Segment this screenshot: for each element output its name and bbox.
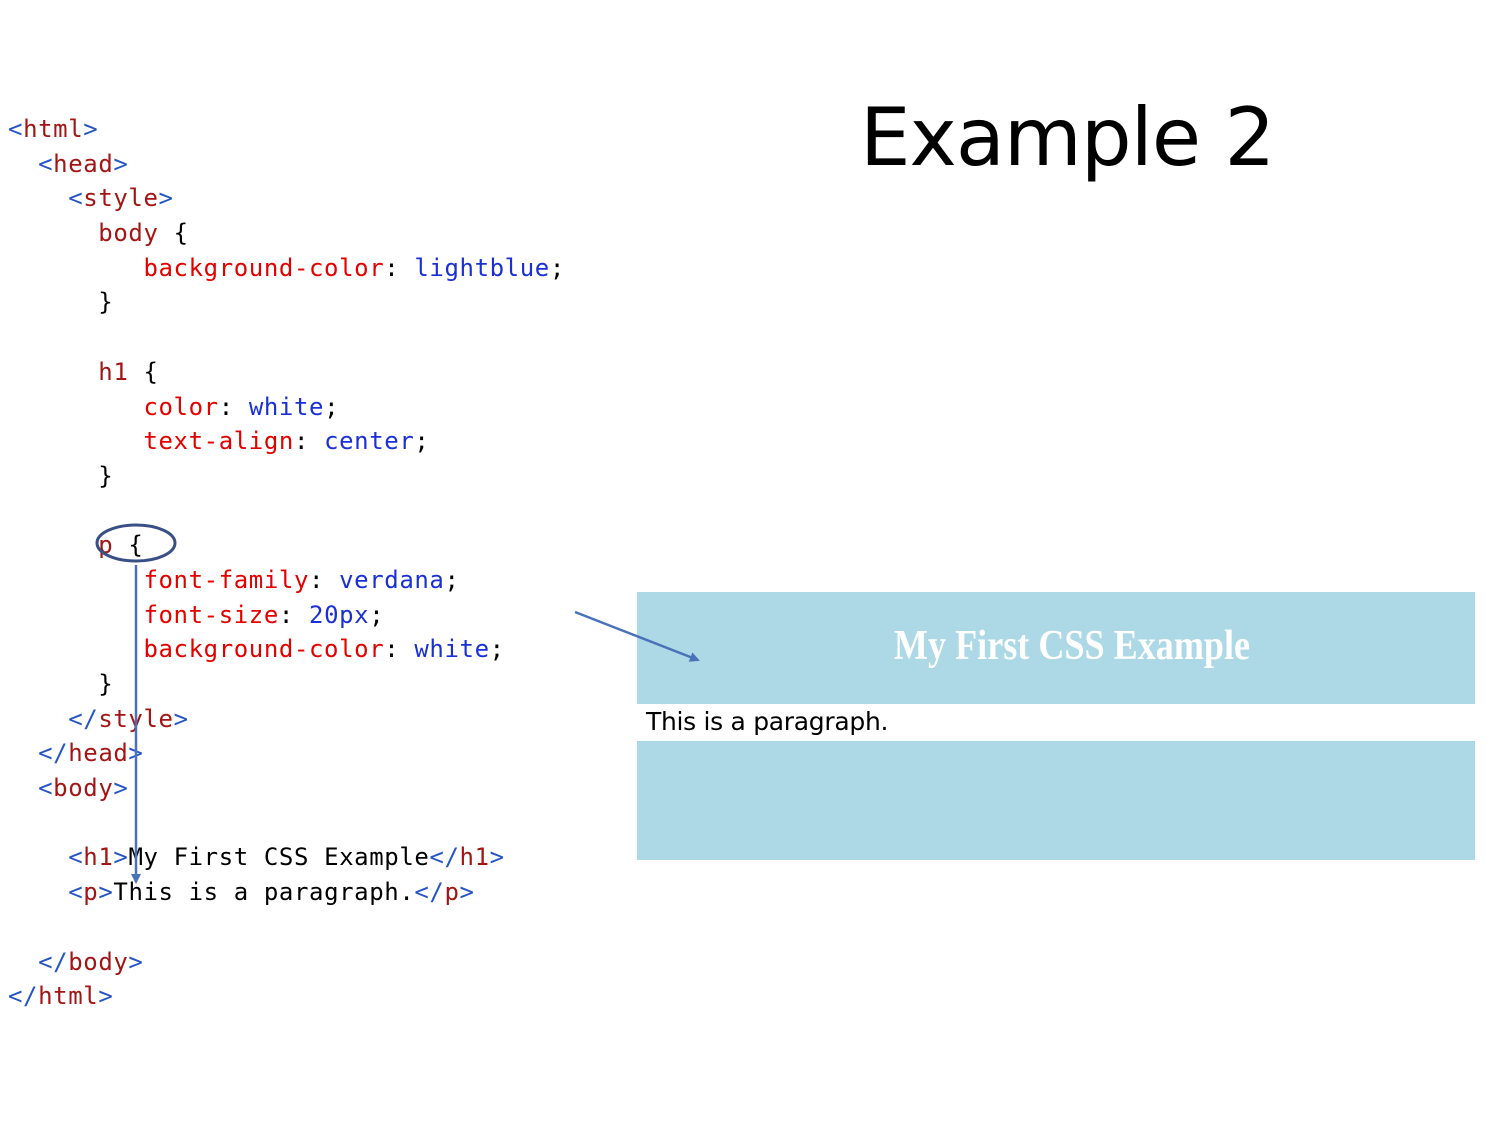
open-brace: { (173, 219, 189, 248)
p-open-tag: p (83, 878, 99, 907)
html-open-tag: html (23, 115, 84, 143)
code-line-h1-color: color: white; (8, 390, 565, 425)
value-white: white (248, 392, 325, 421)
h1-element-text: My First CSS Example (128, 843, 430, 872)
code-line-p-element: <p>This is a paragraph.</p> (68, 878, 475, 907)
preview-heading: My First CSS Example (893, 623, 1251, 669)
code-line-html-open: <html> (8, 115, 99, 143)
code-line-body-open: <body> (38, 774, 129, 803)
code-line-p-font-family: font-family: verdana; (8, 563, 565, 598)
property-text-align: text-align (143, 427, 294, 456)
code-line-blank (8, 494, 565, 529)
code-line-html-close: </html> (8, 982, 114, 1011)
colon: : (293, 427, 310, 456)
value-lightblue: lightblue (414, 253, 550, 282)
property-font-family: font-family (143, 565, 309, 594)
html-close-tag: html (38, 982, 99, 1011)
h1-close-tag: h1 (459, 843, 490, 872)
semicolon: ; (549, 253, 565, 282)
colon: : (278, 600, 294, 629)
body-close-tag: body (68, 947, 129, 976)
code-line-p-bg: background-color: white; (8, 632, 565, 667)
slide-title: Example 2 (860, 91, 1275, 184)
open-brace: { (143, 357, 159, 386)
code-line-style-open: <style> (68, 184, 174, 213)
h1-open-tag: h1 (83, 843, 114, 872)
property-color: color (143, 392, 219, 421)
value-center: center (324, 427, 415, 456)
browser-preview: My First CSS Example This is a paragraph… (637, 592, 1475, 860)
colon: : (384, 635, 400, 664)
code-line-style-close: </style> (68, 704, 189, 733)
open-brace: { (128, 531, 144, 560)
code-line-p-close: } (8, 667, 565, 702)
close-brace: } (98, 670, 114, 698)
close-brace: } (98, 461, 114, 490)
code-line-head-close: </head> (38, 739, 144, 768)
code-line-blank (8, 806, 565, 841)
head-open-tag: head (53, 149, 114, 178)
body-open-tag: body (53, 774, 114, 803)
code-line-h1-element: <h1>My First CSS Example</h1> (68, 843, 505, 872)
value-20px: 20px (309, 600, 370, 629)
close-brace: } (98, 288, 114, 317)
code-line-blank (8, 910, 565, 945)
colon: : (218, 392, 234, 421)
semicolon: ; (489, 635, 505, 664)
semicolon: ; (414, 427, 430, 456)
p-selector: p (98, 531, 114, 560)
h1-selector: h1 (98, 357, 129, 386)
semicolon: ; (369, 600, 385, 629)
property-background-color: background-color (143, 635, 385, 664)
value-white: white (414, 635, 490, 664)
code-line-h1-align: text-align: center; (8, 424, 565, 459)
p-close-tag: p (444, 878, 460, 907)
code-line-p-font-size: font-size: 20px; (8, 598, 565, 633)
code-line-head-open: <head> (38, 149, 129, 178)
head-close-tag: head (68, 739, 129, 768)
colon: : (384, 253, 400, 282)
value-verdana: verdana (339, 565, 445, 594)
property-background-color: background-color (143, 253, 385, 282)
code-line-h1-close: } (8, 459, 565, 494)
code-listing: <html> <head> <style> body { background-… (8, 112, 565, 1014)
colon: : (309, 565, 325, 594)
code-line-body-bg: background-color: lightblue; (8, 251, 565, 286)
code-line-p-selector: p { (8, 528, 565, 563)
code-line-blank (8, 320, 565, 355)
code-line-h1-selector: h1 { (8, 355, 565, 390)
semicolon: ; (324, 392, 340, 421)
code-line-body-selector: body { (8, 216, 565, 251)
preview-paragraph: This is a paragraph. (637, 704, 1475, 741)
style-open-tag: style (83, 184, 159, 213)
code-line-body-close: </body> (38, 947, 144, 976)
property-font-size: font-size (143, 600, 279, 629)
semicolon: ; (444, 565, 460, 594)
p-element-text: This is a paragraph. (113, 878, 415, 907)
body-selector: body (98, 219, 159, 248)
code-line-body-close: } (8, 285, 565, 320)
style-close-tag: style (98, 704, 174, 733)
